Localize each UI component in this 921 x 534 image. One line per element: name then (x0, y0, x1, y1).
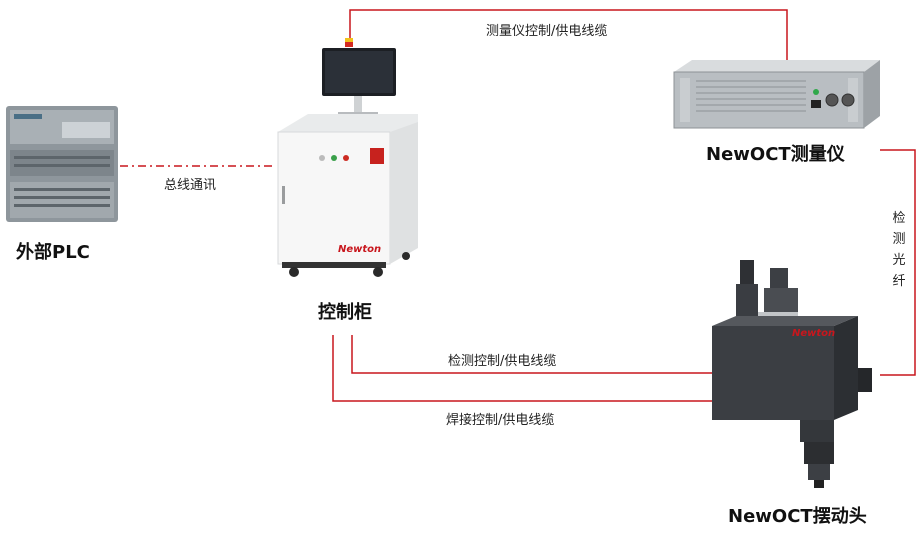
cabinet-title: 控制柜 (318, 302, 372, 323)
fiber-line (880, 149, 916, 376)
weld-cable-line (332, 335, 712, 402)
plc-title: 外部PLC (16, 242, 90, 263)
oct-head-device: Newton (708, 254, 886, 490)
control-cabinet: Newton (268, 36, 428, 278)
gauge-cable-label: 测量仪控制/供电线缆 (486, 24, 608, 39)
plc-image (6, 106, 118, 222)
gauge-cable-line (349, 9, 788, 62)
head-logo: Newton (792, 328, 836, 339)
plc-device (4, 100, 122, 226)
cabinet-image (277, 38, 418, 277)
gauge-image (673, 60, 880, 129)
detect-cable-label: 检测控制/供电线缆 (448, 354, 557, 369)
weld-cable-label: 焊接控制/供电线缆 (446, 413, 555, 428)
bus-label: 总线通讯 (164, 178, 217, 193)
oct-gauge-device (668, 56, 890, 136)
head-image (712, 260, 872, 488)
cabinet-logo: Newton (338, 244, 382, 255)
gauge-title: NewOCT测量仪 (706, 144, 845, 165)
detect-cable-line (351, 335, 712, 374)
fiber-label: 检测光纤 (892, 211, 906, 289)
head-title: NewOCT摆动头 (728, 506, 867, 527)
